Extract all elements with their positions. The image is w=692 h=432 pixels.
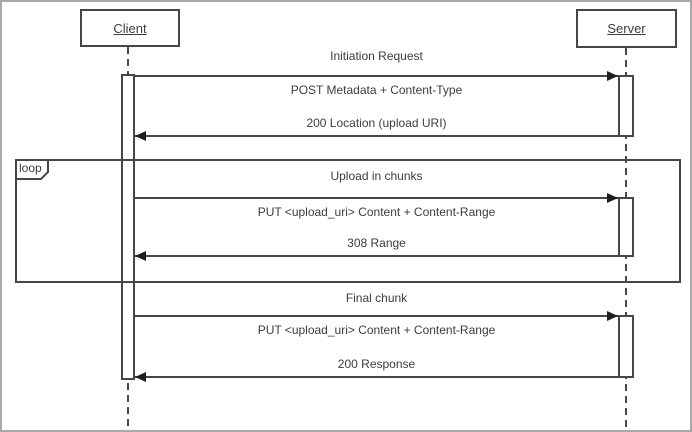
- server-activation-bar-1: [618, 75, 634, 137]
- request-arrowhead-icon: [607, 193, 618, 203]
- response-message-label: 308 Range: [347, 236, 406, 250]
- server-activation-bar-3: [618, 315, 634, 378]
- request-arrowhead-icon: [607, 71, 618, 81]
- request-message-label: PUT <upload_uri> Content + Content-Range: [257, 323, 496, 337]
- section-title-final-chunk: Final chunk: [345, 291, 408, 305]
- loop-operator-pentagon: loop: [15, 159, 49, 180]
- request-message-label: PUT <upload_uri> Content + Content-Range: [257, 205, 496, 219]
- server-activation-bar-2: [618, 197, 634, 257]
- message-block-chunk-upload: PUT <upload_uri> Content + Content-Range…: [135, 193, 618, 261]
- request-arrowhead-icon: [607, 311, 618, 321]
- response-arrowhead-icon: [135, 251, 146, 261]
- client-participant-label: Client: [113, 20, 147, 36]
- message-block-initiation: POST Metadata + Content-Type 200 Locatio…: [135, 71, 618, 141]
- response-arrowhead-icon: [135, 131, 146, 141]
- server-participant-label: Server: [607, 21, 646, 36]
- loop-fragment-box: [15, 159, 681, 283]
- section-title-upload-chunks: Upload in chunks: [330, 169, 423, 183]
- request-message-label: POST Metadata + Content-Type: [290, 83, 463, 97]
- message-block-final-chunk: PUT <upload_uri> Content + Content-Range…: [135, 311, 618, 382]
- response-arrowhead-icon: [135, 372, 146, 382]
- loop-pentagon-shape: [15, 159, 49, 180]
- response-message-label: 200 Response: [337, 357, 416, 371]
- client-activation-bar: [121, 74, 135, 380]
- response-message-label: 200 Location (upload URI): [306, 116, 447, 130]
- client-participant-box: Client: [80, 9, 180, 47]
- section-title-initiation: Initiation Request: [330, 49, 423, 63]
- server-participant-box: Server: [576, 9, 677, 48]
- loop-operator-label: loop: [19, 161, 42, 175]
